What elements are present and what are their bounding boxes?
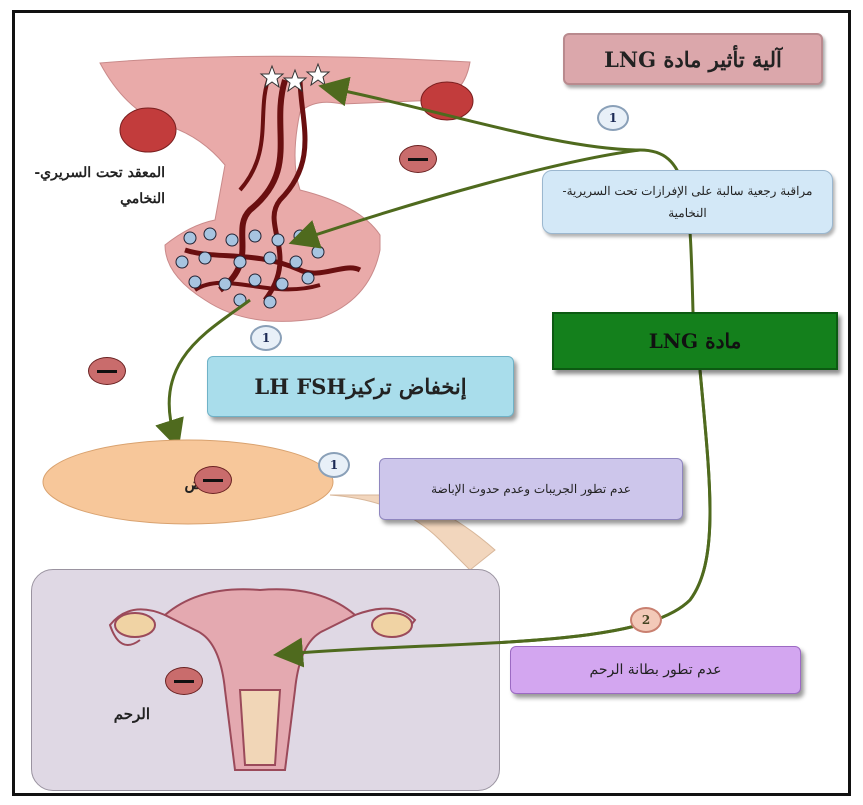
step-badge-3: 1 <box>318 452 350 478</box>
inhibition-sign <box>165 667 203 695</box>
negative-feedback-box: مراقبة رجعية سالبة على الإفرازات تحت الس… <box>542 170 833 234</box>
hormone-decrease-box: إنخفاض تركيزLH FSH <box>207 356 514 417</box>
endometrium-inhibition-box: عدم تطور بطانة الرحم <box>510 646 801 694</box>
step-badge-1: 1 <box>597 105 629 131</box>
lng-substance-box: مادة LNG <box>552 312 838 370</box>
inhibition-sign <box>88 357 126 385</box>
hypothalamus-label: المعقد تحت السريري-النخامي <box>30 160 165 212</box>
follicle-inhibition-box: عدم تطور الجريبات وعدم حدوث الإباضة <box>379 458 683 520</box>
step-badge-2: 1 <box>250 325 282 351</box>
inhibition-sign <box>399 145 437 173</box>
inhibition-sign <box>194 466 232 494</box>
diagram-title: آلية تأثير مادة LNG <box>563 33 823 85</box>
step-badge-4: 2 <box>630 607 662 633</box>
uterus-label: الرحم <box>80 705 150 723</box>
